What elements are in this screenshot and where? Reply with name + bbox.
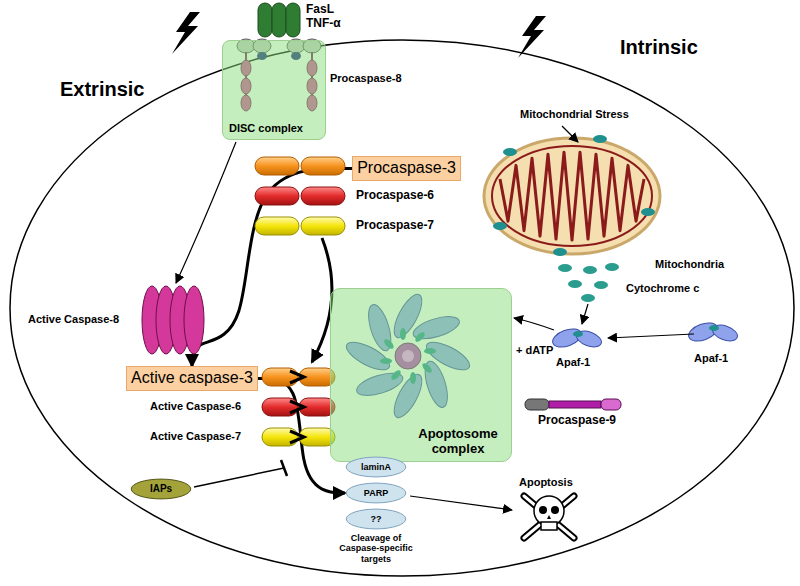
pathway-title: Intrinsic [620,36,698,59]
organelle-name: Mitochondria [655,258,724,271]
outcome-arrow [410,496,512,510]
caspase8-barrel [142,286,204,354]
protein-name: Apaf-1 [556,356,590,369]
target-ellipse: PARP [345,482,407,504]
activation-arrow [312,238,332,362]
protein-name: Apaf-1 [694,352,728,365]
node-text: laminA [361,462,391,472]
inhibition-line [194,460,287,487]
release-arrow [582,304,588,324]
highlight-box: Procaspase-3 [352,156,461,181]
cytochrome-c [558,263,619,302]
target-ellipse: laminA [345,456,407,478]
highlight-box: Active caspase-3 [126,366,258,391]
activation-connector [192,169,352,367]
apaf1-shape [550,325,603,350]
node-text: Procaspase-3 [357,159,456,177]
skull-icon [524,496,574,538]
apaf1-shape [686,319,739,344]
protein-name: Procaspase-8 [330,72,402,85]
node-text: Apoptosome complex [411,427,505,457]
cell-membrane [10,40,794,576]
node-text: ?? [371,514,382,524]
protein-name: Active Caspase-7 [150,430,241,443]
node-text: DISC complex [229,122,303,135]
stress-label: Mitochondrial Stress [520,108,629,121]
ligand-name: FasL [306,3,334,17]
protein-name: Procaspase-9 [538,414,616,428]
node-text: PARP [364,488,388,498]
protein-name: Active Caspase-6 [150,400,241,413]
ligand-name: TNF-α [306,17,341,31]
recruit-arrow [608,334,694,338]
target-note: Cleavage of Caspase-specific targets [334,533,418,564]
protein-name: Procaspase-7 [356,219,434,233]
stimulus-bolt [172,12,200,54]
protein-name: Active Caspase-8 [28,313,119,326]
apoptosome-box: Apoptosome complex [330,288,512,462]
active-caspase-dimers [262,368,335,446]
node-text: Active caspase-3 [131,369,253,387]
outcome-label: Apoptosis [519,476,573,489]
protein-name: Cytochrome c [626,282,699,295]
stress-arrow [562,126,578,142]
mitochondrion [484,135,660,256]
target-ellipse: ?? [345,508,407,530]
activation-arrow [176,142,236,283]
cofactor-label: + dATP [516,344,553,357]
procaspase-dimers [255,157,345,235]
protein-name: Procaspase-6 [356,189,434,203]
procaspase9-shape [525,399,621,410]
assembly-arrow [514,318,554,330]
node-text: IAPs [150,483,172,495]
stimulus-bolt [518,16,546,58]
disc-box: DISC complex [222,40,326,140]
protein-ellipse: IAPs [130,478,192,500]
pathway-title: Extrinsic [60,78,144,101]
